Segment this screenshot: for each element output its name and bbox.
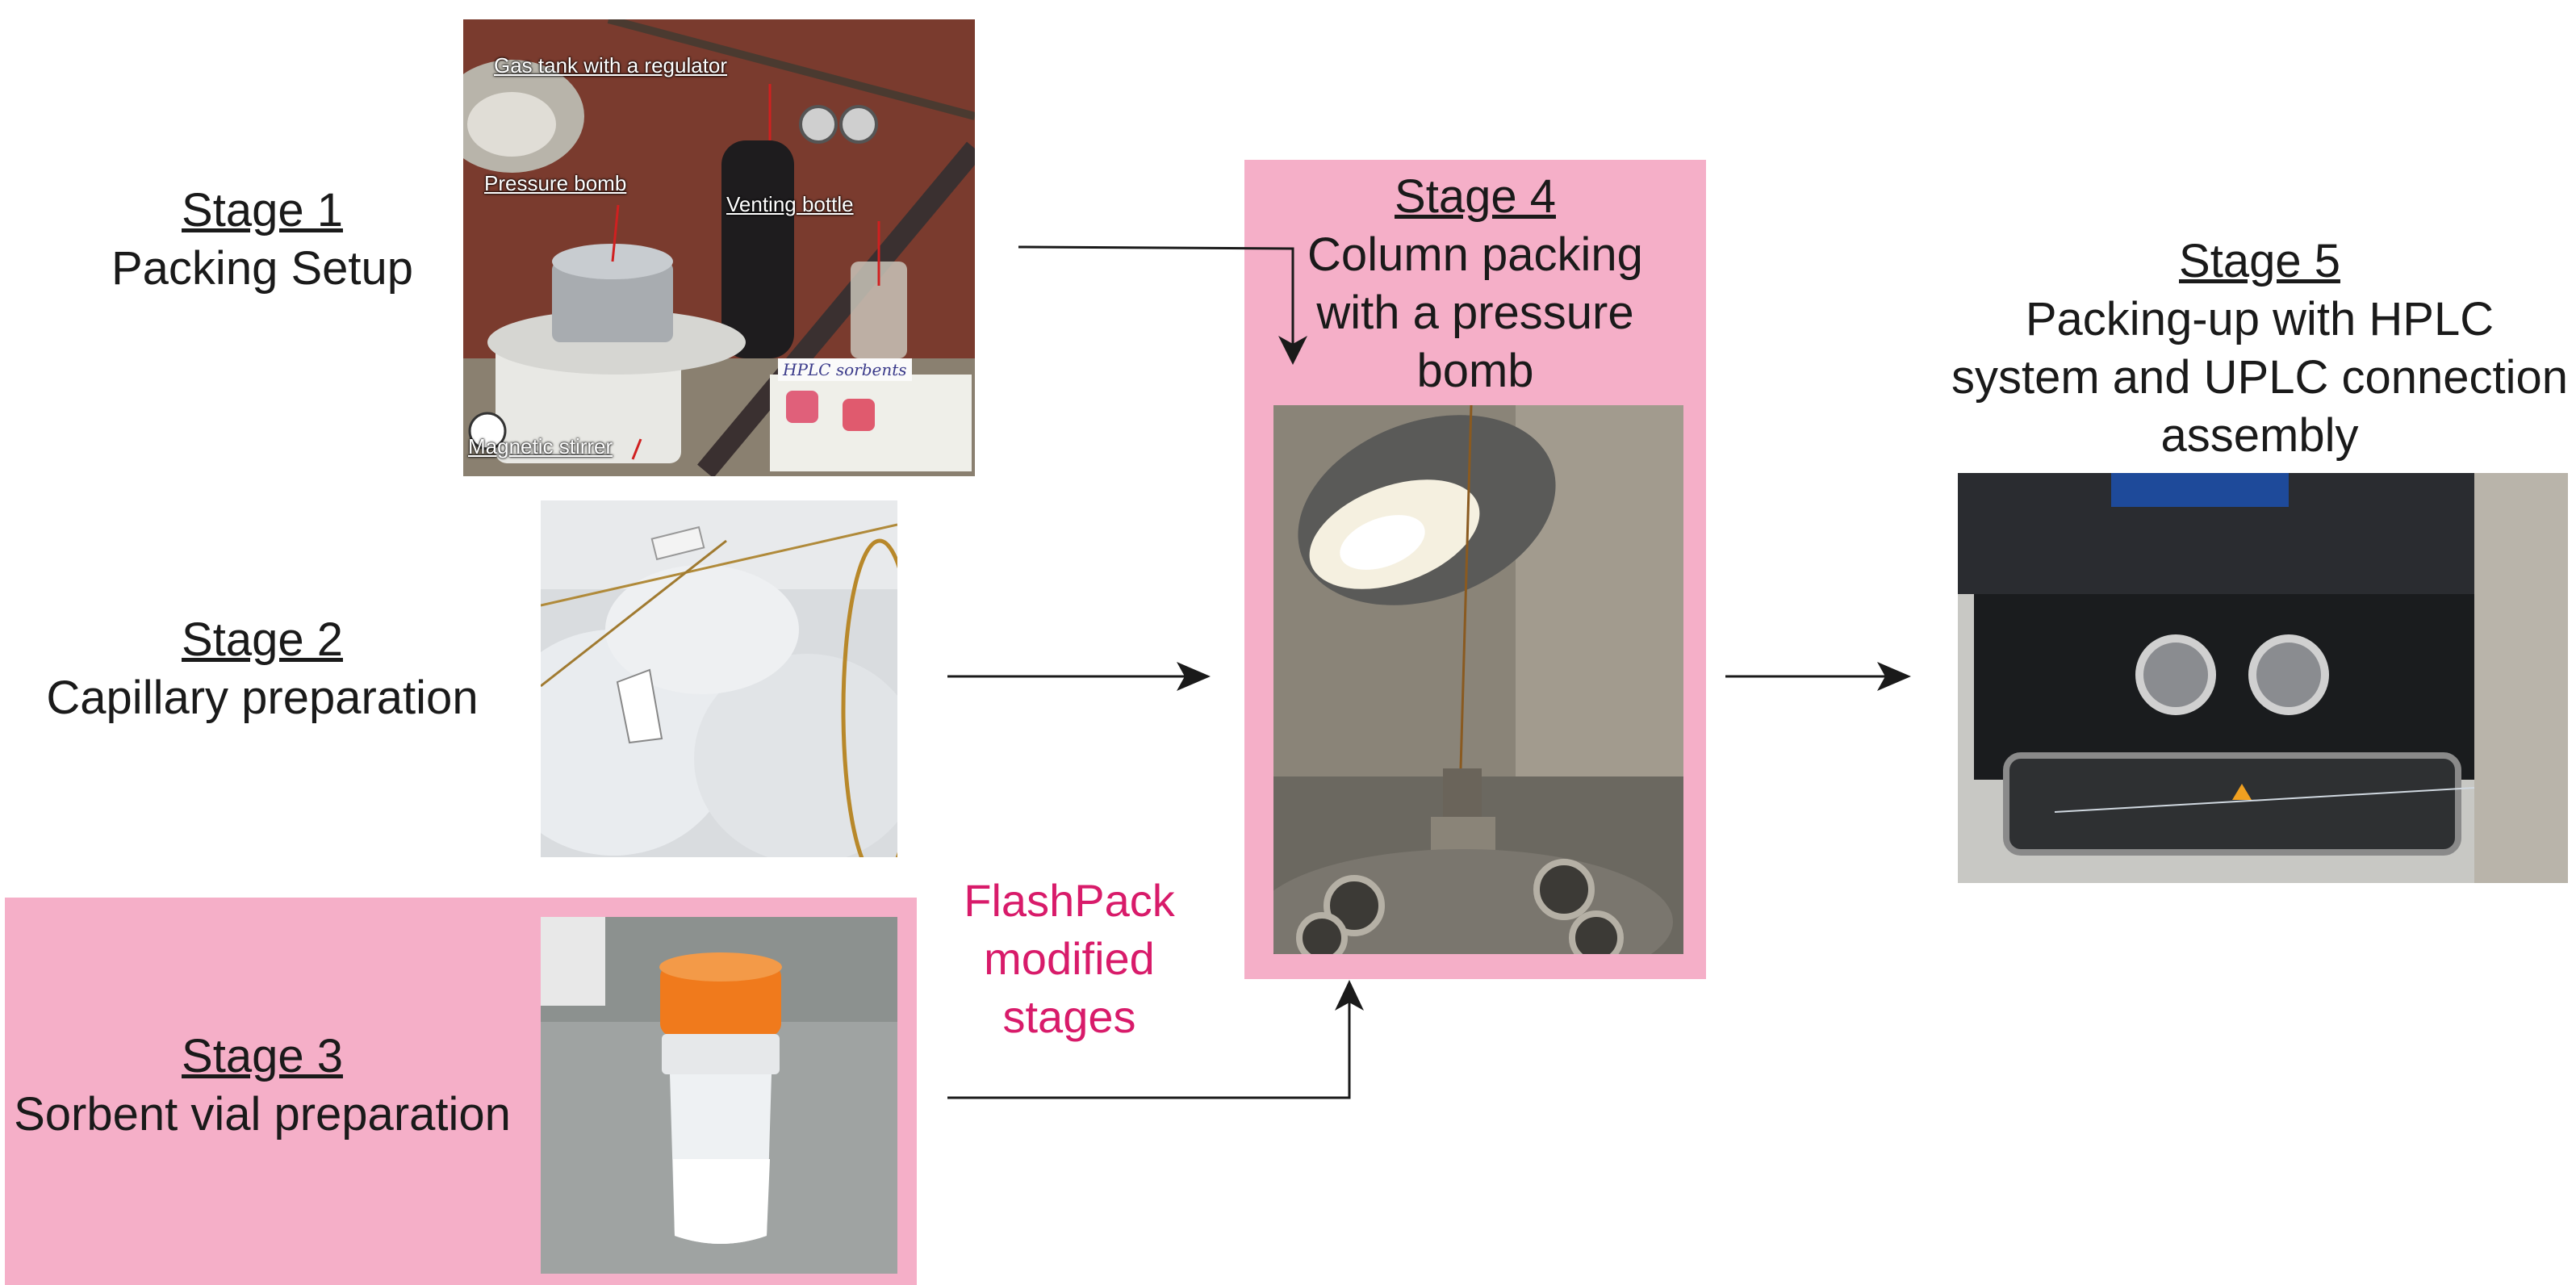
- stage4-desc-line3: bomb: [1416, 345, 1534, 397]
- stage4-title: Stage 4: [1395, 170, 1556, 223]
- magnetic-stirrer-annotation: Magnetic stirrer: [468, 434, 613, 458]
- stage2-desc: Capillary preparation: [46, 672, 479, 724]
- stage5-desc-line1: Packing-up with HPLC: [2025, 293, 2494, 345]
- stage4-label: Stage 4 Column packing with a pressure b…: [1244, 168, 1706, 400]
- stage5-desc-line2: system and UPLC connection: [1951, 351, 2569, 404]
- column-packing-photo: [1273, 405, 1683, 954]
- packing-setup-photo: Gas tank with a regulator Pressure bomb …: [463, 19, 975, 476]
- arrow-stage3-to-stage4: [947, 980, 1364, 1099]
- pressure-bomb-annotation: Pressure bomb: [484, 171, 627, 195]
- stage3-desc: Sorbent vial preparation: [14, 1088, 511, 1141]
- stage5-title: Stage 5: [2179, 235, 2340, 287]
- stage1-label: Stage 1 Packing Setup: [81, 182, 444, 298]
- arrow-stage1-to-stage4: [1018, 245, 1307, 365]
- flashpack-line2: modified: [984, 933, 1155, 984]
- vial-rack-label: HPLC sorbents: [778, 358, 912, 381]
- flashpack-line1: FlashPack: [964, 875, 1175, 926]
- stage4-desc-line1: Column packing: [1307, 228, 1643, 281]
- flashpack-line3: stages: [1002, 991, 1136, 1042]
- venting-bottle-annotation: Venting bottle: [726, 192, 854, 216]
- arrow-stage4-to-stage5: [1725, 662, 1911, 691]
- stage1-desc: Packing Setup: [111, 242, 414, 295]
- stage1-title: Stage 1: [182, 184, 343, 236]
- stage4-desc-line2: with a pressure: [1316, 287, 1634, 339]
- stage5-desc-line3: assembly: [2160, 409, 2359, 462]
- stage2-title: Stage 2: [182, 613, 343, 666]
- flashpack-note: FlashPack modified stages: [936, 872, 1202, 1046]
- stage3-label: Stage 3 Sorbent vial preparation: [8, 1028, 516, 1144]
- hplc-system-photo: [1958, 473, 2568, 883]
- sorbent-vial-photo: [541, 917, 897, 1274]
- capillary-photo: [541, 500, 897, 857]
- stage3-title: Stage 3: [182, 1030, 343, 1082]
- gas-tank-annotation: Gas tank with a regulator: [494, 53, 728, 77]
- stage5-label: Stage 5 Packing-up with HPLC system and …: [1945, 232, 2574, 465]
- arrow-stage2-to-stage4: [947, 662, 1211, 691]
- stage2-label: Stage 2 Capillary preparation: [24, 611, 500, 727]
